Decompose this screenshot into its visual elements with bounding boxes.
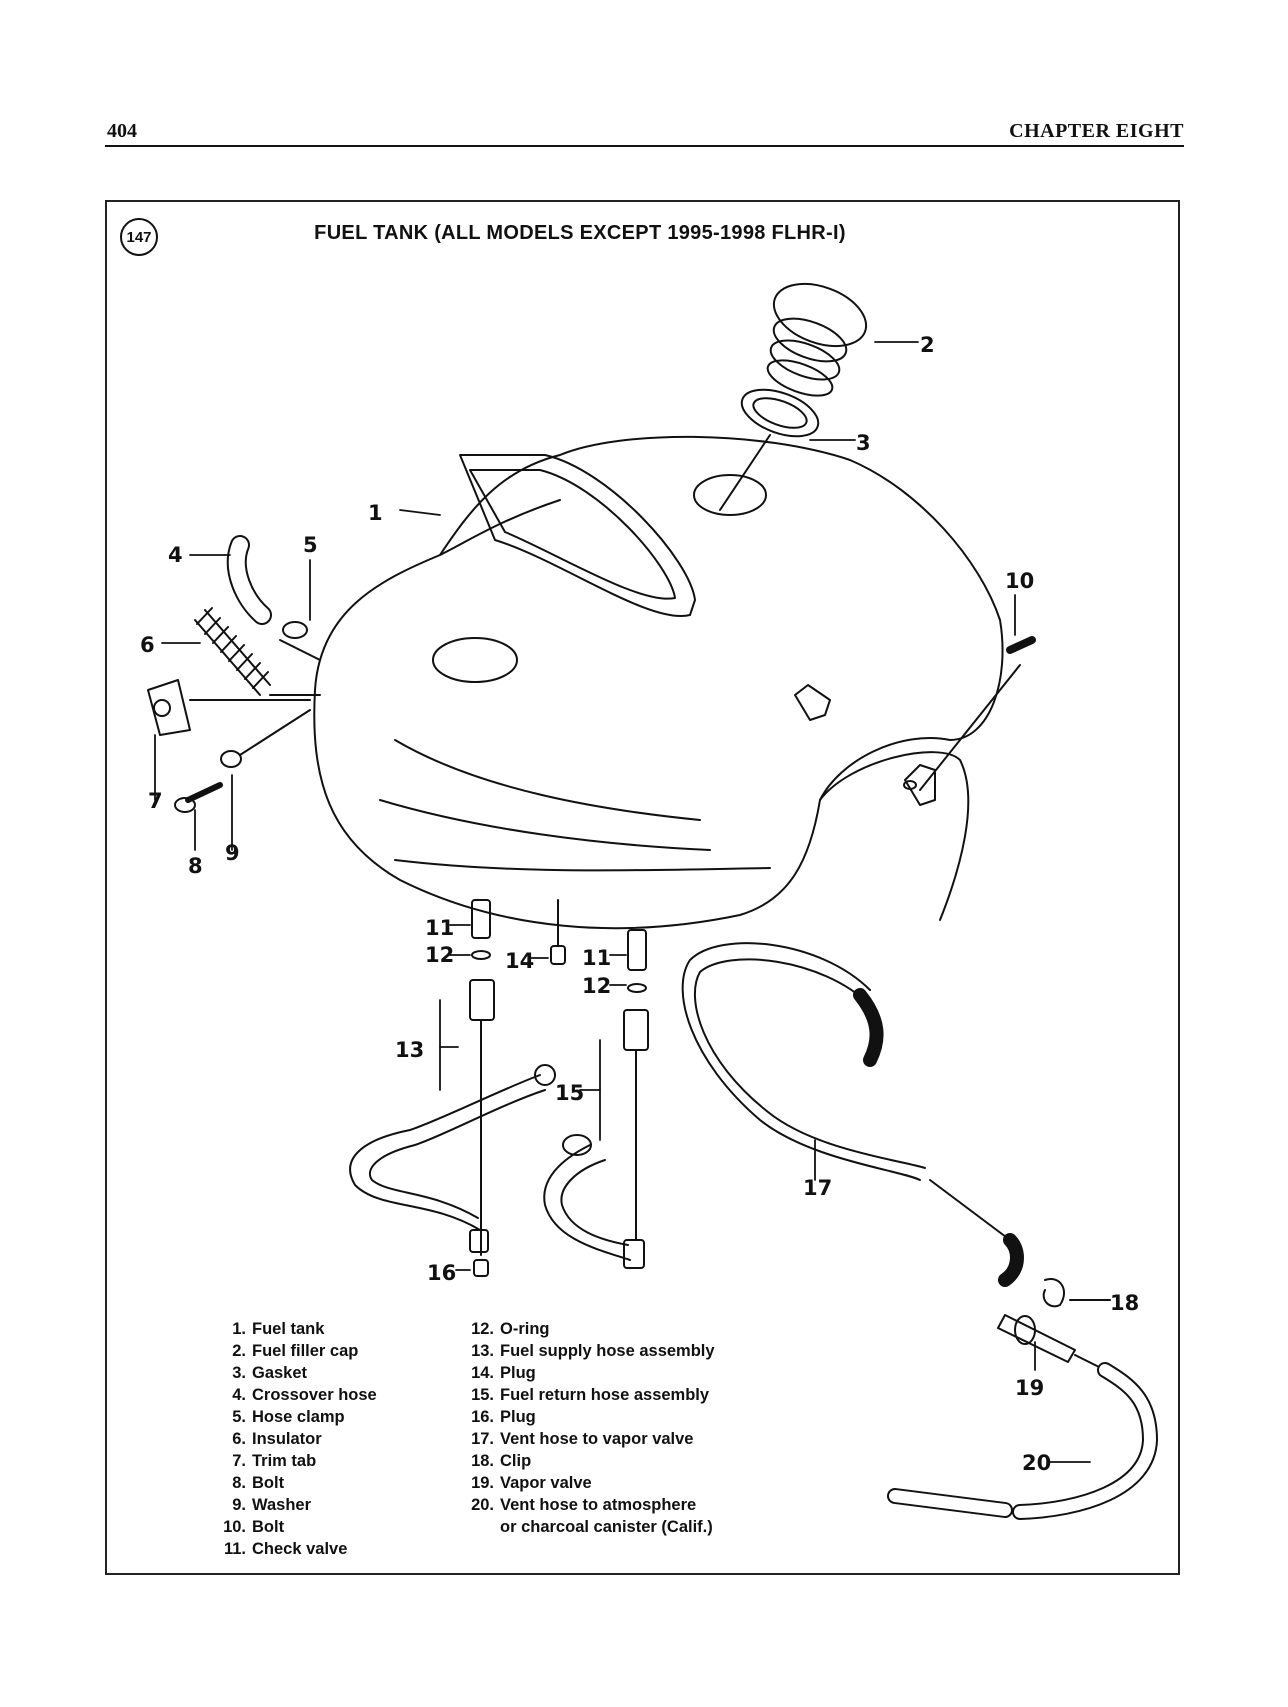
figure-number-badge: 147: [120, 218, 158, 256]
callout-18: 18: [1110, 1291, 1139, 1315]
callout-12-right: 12: [582, 974, 611, 998]
callout-1: 1: [368, 501, 383, 525]
legend-item: 9.Washer: [232, 1496, 311, 1514]
legend-item: 4.Crossover hose: [232, 1386, 377, 1404]
trim-tab: [147, 679, 191, 736]
gasket: [740, 388, 820, 438]
callout-13: 13: [395, 1038, 424, 1062]
legend-item: 10.Bolt: [223, 1518, 285, 1536]
vent-hose-20: [887, 1362, 1158, 1520]
legend-item: 2.Fuel filler cap: [232, 1342, 359, 1360]
fuel-supply-hose: [349, 1019, 556, 1256]
legend-item: 18.Clip: [471, 1452, 532, 1470]
callout-15: 15: [555, 1081, 584, 1105]
callout-10: 10: [1005, 569, 1034, 593]
washer-9: [220, 750, 242, 768]
legend-item: 20.Vent hose to atmosphere: [471, 1496, 697, 1514]
callout-19: 19: [1015, 1376, 1044, 1400]
clip-18: [1042, 1278, 1065, 1308]
callout-11-left: 11: [425, 916, 454, 940]
legend-item: 15.Fuel return hose assembly: [471, 1386, 710, 1404]
return-fitting: [623, 1009, 649, 1051]
legend-item: or charcoal canister (Calif.): [500, 1518, 713, 1536]
callout-17: 17: [803, 1176, 832, 1200]
legend-item: 7.Trim tab: [232, 1452, 317, 1470]
hose-clamp: [282, 621, 308, 639]
bolt-10: [1006, 636, 1036, 654]
legend-item: 11.Check valve: [223, 1540, 348, 1558]
page-number: 404: [107, 120, 137, 142]
check-valve-left: [471, 899, 491, 939]
callout-4: 4: [168, 543, 183, 567]
fuel-filler-cap: [766, 282, 868, 397]
o-ring-right: [627, 983, 647, 993]
figure-frame: [105, 200, 1180, 1575]
legend-item: 13.Fuel supply hose assembly: [471, 1342, 715, 1360]
callout-11-right: 11: [582, 946, 611, 970]
legend-item: 8.Bolt: [232, 1474, 285, 1492]
legend-left: 1.Fuel tank 2.Fuel filler cap 3.Gasket 4…: [218, 1318, 377, 1560]
callout-12-left: 12: [425, 943, 454, 967]
plug-14: [550, 945, 566, 965]
vapor-valve: [997, 1314, 1106, 1371]
legend-item: 12.O-ring: [471, 1320, 550, 1338]
legend-item: 6.Insulator: [232, 1430, 322, 1448]
callout-8: 8: [188, 854, 203, 878]
callout-9: 9: [225, 841, 240, 865]
callout-6: 6: [140, 633, 155, 657]
callout-5: 5: [303, 533, 318, 557]
vent-hose-17: [681, 942, 1024, 1287]
o-ring-left: [471, 950, 491, 960]
bolt-8: [185, 782, 223, 803]
plug-16: [473, 1259, 489, 1277]
fuel-tank: [313, 435, 1004, 930]
chapter-title: CHAPTER EIGHT: [1009, 120, 1184, 142]
callout-3: 3: [856, 431, 871, 455]
insulator: [194, 607, 271, 696]
legend-item: 14.Plug: [471, 1364, 536, 1382]
legend-item: 3.Gasket: [232, 1364, 308, 1382]
legend-item: 1.Fuel tank: [232, 1320, 325, 1338]
legend-item: 17.Vent hose to vapor valve: [471, 1430, 694, 1448]
callout-20: 20: [1022, 1451, 1051, 1475]
fuel-return-hose: [543, 1049, 645, 1269]
legend-item: 5.Hose clamp: [232, 1408, 345, 1426]
check-valve-right: [627, 929, 647, 971]
callout-16: 16: [427, 1261, 456, 1285]
figure-title: FUEL TANK (ALL MODELS EXCEPT 1995-1998 F…: [314, 222, 846, 244]
callout-2: 2: [920, 333, 935, 357]
callout-7: 7: [148, 789, 163, 813]
callout-14: 14: [505, 949, 534, 973]
header-rule: [105, 145, 1184, 147]
legend-right: 12.O-ring 13.Fuel supply hose assembly 1…: [466, 1318, 715, 1538]
legend-item: 19.Vapor valve: [471, 1474, 592, 1492]
supply-fitting: [469, 979, 495, 1021]
legend-item: 16.Plug: [471, 1408, 536, 1426]
